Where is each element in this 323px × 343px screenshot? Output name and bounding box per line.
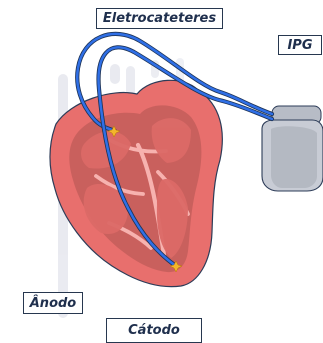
ipg-shadow [271,126,317,188]
label-ipg-text: IPG [287,39,312,52]
vessel-top-a [110,64,120,84]
label-anodo-text: Ânodo [30,297,76,310]
label-anodo: Ânodo [23,292,83,314]
label-eletrocateteres: Eletrocateteres [96,8,223,29]
label-catodo-text: Cátodo [128,324,180,337]
label-eletrocateteres-text: Eletrocateteres [103,12,216,25]
label-ipg: IPG [278,35,322,55]
label-catodo: Cátodo [106,318,202,343]
